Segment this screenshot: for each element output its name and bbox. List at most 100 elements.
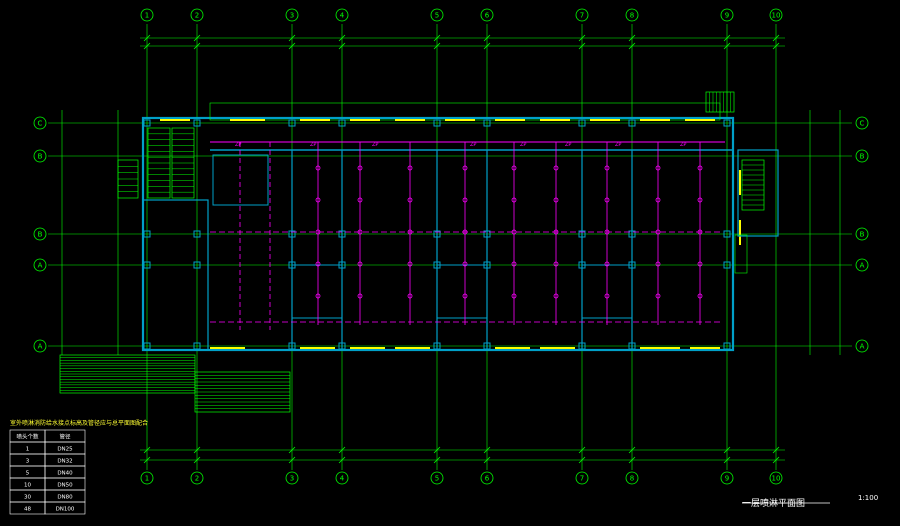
dimension-tick bbox=[772, 446, 780, 454]
axis-label-v: 10 bbox=[772, 12, 781, 20]
sprinkler-head bbox=[407, 165, 413, 171]
pipe-label: ZP bbox=[235, 142, 241, 148]
axis-label-v: 5 bbox=[435, 12, 439, 20]
column bbox=[483, 342, 491, 350]
sprinkler-head bbox=[462, 165, 468, 171]
axis-label-h: C bbox=[38, 120, 43, 128]
table-cell-text: DN32 bbox=[57, 459, 72, 465]
axis-label-v: 8 bbox=[630, 12, 634, 20]
sprinkler-head bbox=[315, 261, 321, 267]
column bbox=[578, 342, 586, 350]
axis-label-h: A bbox=[38, 343, 43, 351]
ramp-right bbox=[734, 234, 748, 274]
axis-bubble bbox=[140, 8, 154, 22]
drawing-scale: 1:100 bbox=[858, 494, 879, 502]
stair-enclosure-right bbox=[737, 149, 779, 237]
left-rooms bbox=[142, 199, 209, 351]
axis-label-v: 3 bbox=[290, 475, 294, 483]
sprinkler-head bbox=[357, 261, 363, 267]
dimension-tick bbox=[772, 456, 780, 464]
axis-bubble bbox=[335, 8, 349, 22]
column bbox=[433, 342, 441, 350]
axis-bubble bbox=[190, 8, 204, 22]
column bbox=[723, 119, 731, 127]
axis-label-h: A bbox=[860, 343, 865, 351]
axis-bubble bbox=[625, 8, 639, 22]
column bbox=[578, 119, 586, 127]
axis-bubble bbox=[769, 8, 783, 22]
axis-label-v: 1 bbox=[145, 475, 149, 483]
dimension-tick bbox=[288, 42, 296, 50]
axis-label-v: 4 bbox=[340, 475, 345, 483]
dimension-tick bbox=[628, 446, 636, 454]
column bbox=[578, 230, 586, 238]
dimension-tick bbox=[338, 34, 346, 42]
axis-label-v: 2 bbox=[195, 475, 199, 483]
dimension-tick bbox=[578, 42, 586, 50]
drawing-title: 一层喷淋平面图 bbox=[742, 499, 806, 509]
table-cell-text: 30 bbox=[24, 495, 31, 501]
windows bbox=[160, 119, 741, 349]
dimension-tick bbox=[288, 34, 296, 42]
table-cell-text: DN80 bbox=[57, 495, 73, 501]
dimension-tick bbox=[143, 42, 151, 50]
axis-bubble bbox=[430, 8, 444, 22]
axis-bubble bbox=[140, 471, 154, 485]
sprinkler-head bbox=[315, 229, 321, 235]
axis-bubble bbox=[33, 227, 47, 241]
axis-label-v: 4 bbox=[340, 12, 345, 20]
dimension-tick bbox=[143, 456, 151, 464]
table-cell-text: DN100 bbox=[56, 507, 75, 513]
sprinkler-head bbox=[511, 229, 517, 235]
sprinkler-head bbox=[407, 293, 413, 299]
sprinkler-head bbox=[315, 293, 321, 299]
column bbox=[723, 342, 731, 350]
pipe-label: ZP bbox=[372, 142, 378, 148]
sprinkler-head bbox=[511, 197, 517, 203]
table-cell-text: DN40 bbox=[57, 471, 73, 477]
axis-label-h: B bbox=[860, 231, 865, 239]
pipe-label: ZP bbox=[520, 142, 526, 148]
column bbox=[288, 342, 296, 350]
axis-label-v: 6 bbox=[485, 12, 490, 20]
axis-bubble bbox=[33, 339, 47, 353]
axis-bubble bbox=[285, 8, 299, 22]
sprinkler-head bbox=[357, 165, 363, 171]
dimension-tick bbox=[772, 42, 780, 50]
axis-bubble bbox=[769, 471, 783, 485]
sprinkler-head bbox=[604, 229, 610, 235]
axis-label-v: 10 bbox=[772, 475, 781, 483]
dimension-tick bbox=[193, 446, 201, 454]
axis-bubble bbox=[855, 227, 869, 241]
column bbox=[338, 119, 346, 127]
axis-bubble bbox=[190, 471, 204, 485]
table-cell-text: 3 bbox=[26, 459, 30, 465]
column bbox=[288, 230, 296, 238]
axis-bubble bbox=[33, 149, 47, 163]
column bbox=[628, 230, 636, 238]
axis-bubble bbox=[855, 149, 869, 163]
table-cell-text: 1 bbox=[26, 447, 30, 453]
drawing-title-block: 一层喷淋平面图 bbox=[742, 491, 805, 510]
column bbox=[723, 230, 731, 238]
axis-label-h: A bbox=[860, 262, 865, 270]
sprinkler-head bbox=[462, 293, 468, 299]
sprinkler-head bbox=[407, 197, 413, 203]
sprinkler-head bbox=[462, 229, 468, 235]
column bbox=[193, 230, 201, 238]
sprinkler-head bbox=[357, 197, 363, 203]
axis-bubble bbox=[855, 116, 869, 130]
dimension-tick bbox=[483, 34, 491, 42]
sprinkler-head bbox=[697, 165, 703, 171]
axis-label-v: 2 bbox=[195, 12, 199, 20]
sprinkler-head bbox=[553, 197, 559, 203]
sprinkler-head bbox=[697, 229, 703, 235]
column bbox=[433, 230, 441, 238]
axis-label-h: B bbox=[38, 153, 43, 161]
sprinkler-head bbox=[655, 165, 661, 171]
sprinkler-head bbox=[462, 261, 468, 267]
pipe-label: ZP bbox=[615, 142, 621, 148]
sprinkler-head bbox=[511, 165, 517, 171]
axis-label-v: 5 bbox=[435, 475, 439, 483]
sprinkler-head bbox=[655, 197, 661, 203]
